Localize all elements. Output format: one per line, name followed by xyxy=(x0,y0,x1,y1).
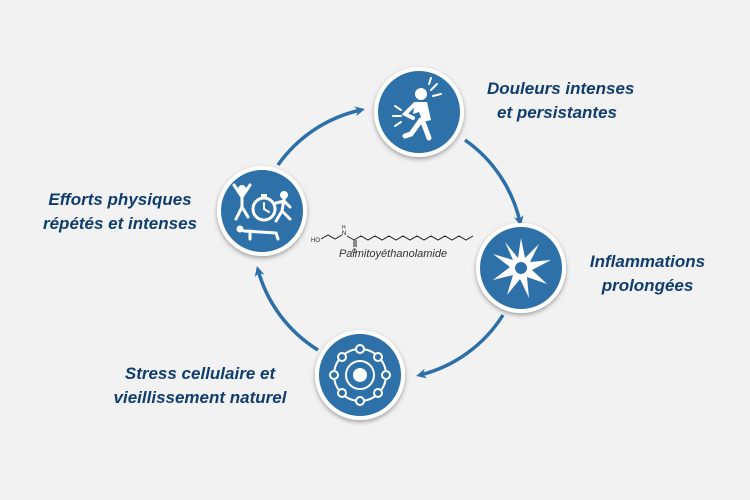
label-pain: Douleurs intenses et persistantes xyxy=(487,77,634,125)
arrow-efforts-to-pain xyxy=(276,106,365,167)
atom-cells-icon xyxy=(329,344,391,406)
label-stress-line-1: Stress cellulaire et xyxy=(124,364,276,383)
arrow-stress-to-efforts xyxy=(254,266,319,352)
label-pain-line-2: et persistantes xyxy=(497,103,617,122)
arrow-inflammation-to-stress xyxy=(416,314,505,379)
label-inflammation-line-1: Inflammations xyxy=(589,252,706,271)
label-stress-line-2: vieillissement naturel xyxy=(113,388,287,407)
molecule-atom-o: O xyxy=(352,249,357,255)
burst-icon xyxy=(493,238,551,298)
label-inflammation-line-2: prolongées xyxy=(601,276,694,295)
node-stress xyxy=(315,330,405,420)
person-pain-icon xyxy=(392,77,442,141)
arrow-pain-to-inflammation xyxy=(463,138,524,226)
molecule-atom-h: H xyxy=(342,225,346,231)
node-efforts xyxy=(217,166,307,256)
label-stress: Stress cellulaire et vieillissement natu… xyxy=(100,362,300,410)
athletes-stopwatch-icon xyxy=(232,183,292,241)
label-inflammation: Inflammations prolongées xyxy=(575,250,720,298)
node-pain xyxy=(374,67,464,157)
label-efforts: Efforts physiques répétés et intenses xyxy=(30,188,210,236)
molecule-atom-ho: HO xyxy=(311,238,320,244)
node-inflammation xyxy=(476,223,566,313)
label-efforts-line-2: répétés et intenses xyxy=(42,214,197,233)
label-efforts-line-1: Efforts physiques xyxy=(48,190,192,209)
molecule-atom-n: N xyxy=(342,231,346,237)
molecule-structure: HO N H O xyxy=(311,225,474,255)
label-pain-line-1: Douleurs intenses xyxy=(487,79,635,98)
molecule-name: Palmitoyéthanolamide xyxy=(338,248,448,260)
